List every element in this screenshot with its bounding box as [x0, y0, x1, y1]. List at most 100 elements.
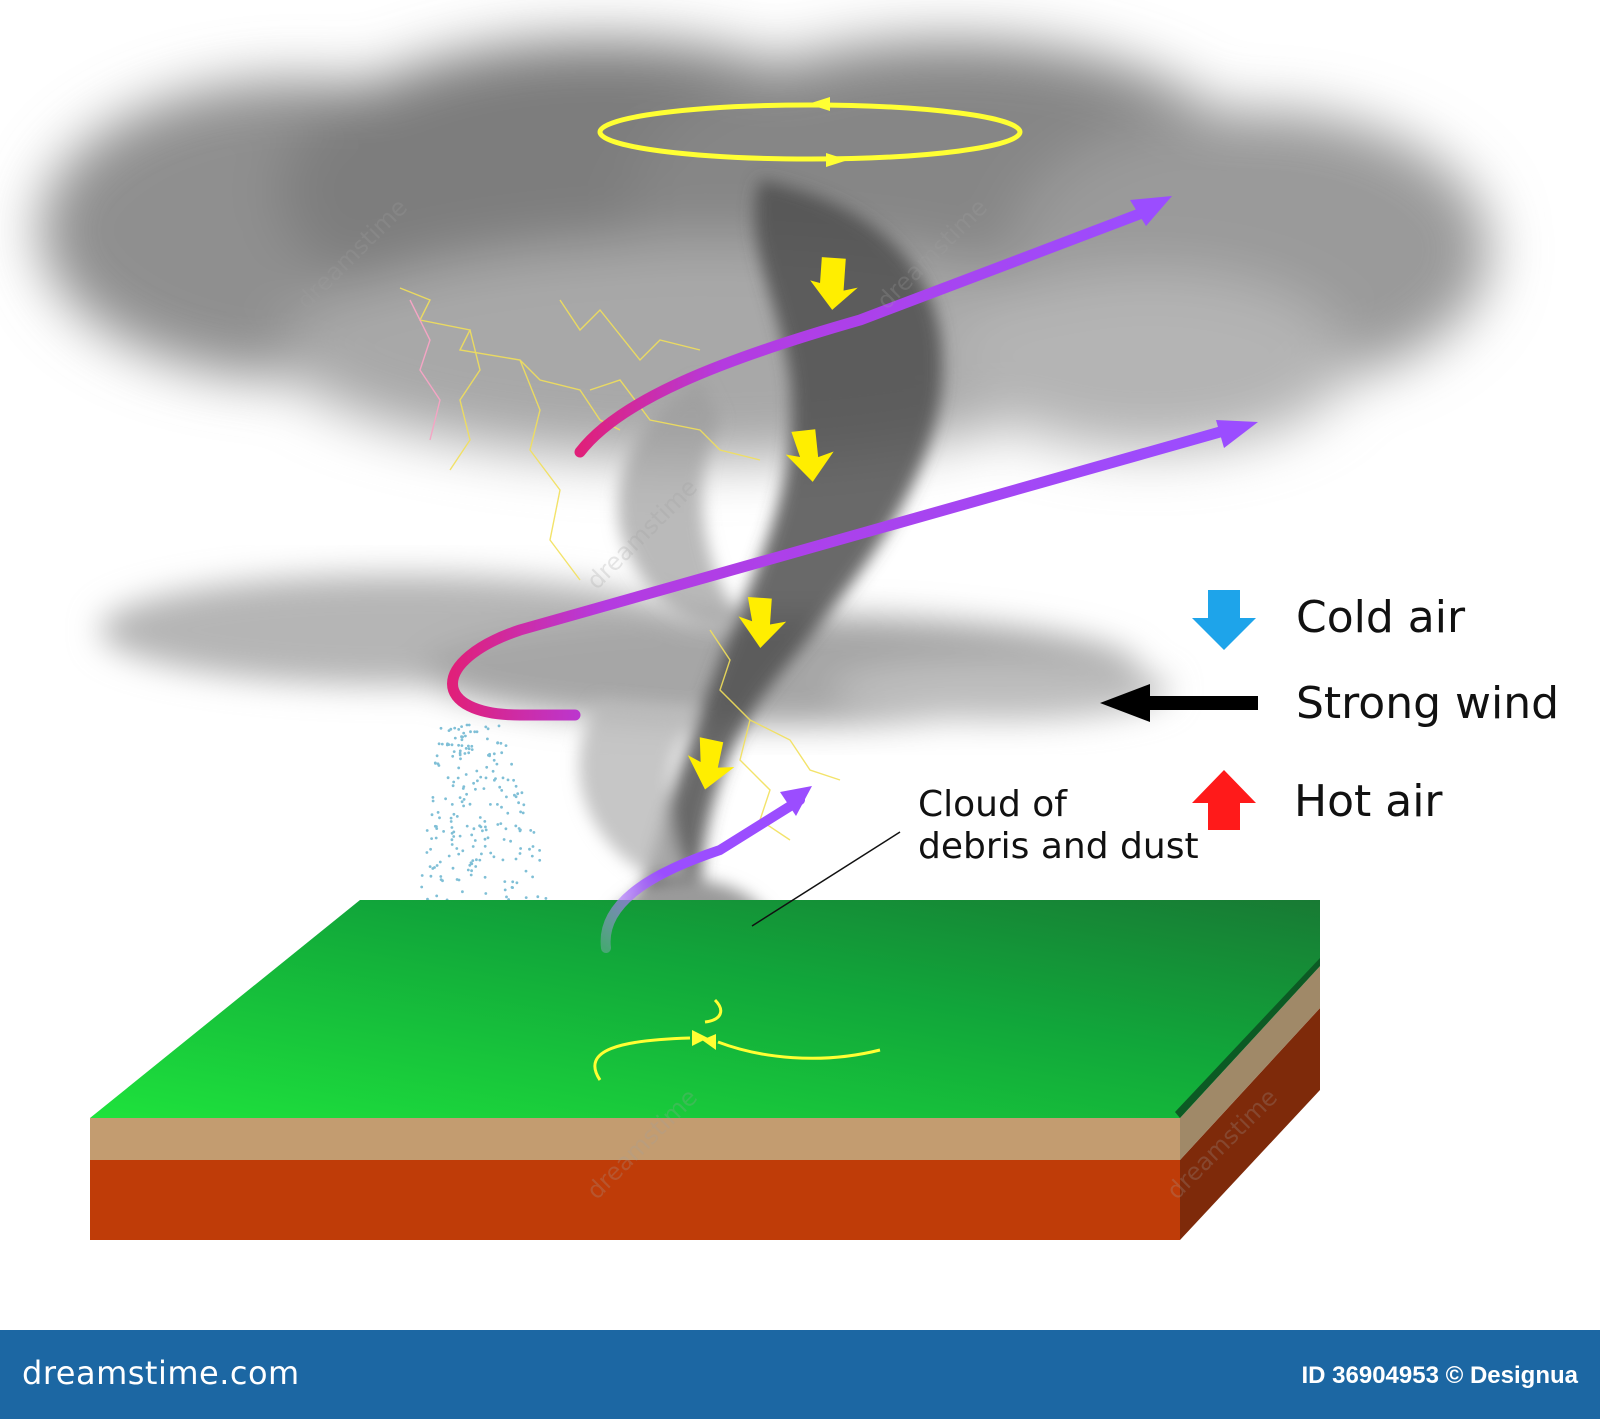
rain-dot [444, 797, 447, 801]
rain-dot [466, 868, 470, 872]
rain-dot [467, 723, 471, 727]
rain-dot [462, 804, 465, 808]
rain-dot [457, 766, 461, 770]
rain-dot [492, 752, 496, 756]
rain-dot [464, 734, 467, 738]
spiral-arrowhead-icon [780, 786, 812, 816]
rain-dot [480, 852, 483, 856]
rain-dot [474, 865, 478, 868]
rain-dot [452, 830, 456, 834]
rain-dot [489, 803, 492, 806]
rain-dot [531, 875, 534, 879]
rain-dot [473, 730, 477, 734]
rain-dot [521, 811, 525, 815]
rain-dot [461, 787, 465, 790]
downdraft-arrow-icon [785, 429, 834, 482]
rain-dot [449, 816, 453, 820]
rain-dot [451, 866, 455, 870]
topsoil-side [1180, 966, 1320, 1160]
rain-dot [425, 851, 429, 854]
rain-dot [470, 748, 474, 751]
rain-dot [505, 795, 508, 799]
rain-dot [450, 803, 454, 806]
rain-dot [440, 742, 444, 746]
rain-dot [478, 858, 482, 862]
rain-dot [438, 816, 441, 820]
rain-dot [517, 801, 520, 805]
callout-pointer-line [751, 831, 901, 927]
rain-dot [452, 780, 456, 784]
rain-dot [504, 744, 508, 747]
rain-dot [455, 815, 459, 818]
rain-dot [529, 829, 533, 832]
rain-dot [428, 865, 432, 868]
rain-dot [450, 843, 454, 846]
rain-dot [464, 773, 468, 776]
rain-dot [435, 754, 439, 758]
rain-dot [460, 735, 463, 739]
rain-dot [538, 858, 542, 862]
rain-dot [502, 838, 506, 841]
rain-dot [522, 803, 526, 807]
rain-dot [458, 834, 462, 838]
rain-dot [435, 894, 439, 898]
rain-dot [475, 769, 479, 773]
rain-dot [484, 776, 488, 780]
rain-dot [431, 799, 435, 803]
rain-dot [430, 837, 433, 840]
rain-dot [449, 727, 453, 731]
rain-dot [481, 829, 484, 833]
rain-dot [479, 775, 483, 779]
rain-dot [486, 836, 490, 840]
rain-dot [459, 757, 462, 761]
rain-dot [493, 778, 496, 782]
rain-dot [484, 825, 487, 829]
rain-dot [434, 836, 438, 840]
rain-dot [420, 874, 424, 877]
rain-dot [439, 875, 443, 878]
rain-dot [498, 785, 502, 789]
rain-dot [472, 781, 475, 785]
rain-dot [469, 730, 472, 734]
rain-dot [496, 823, 500, 826]
rain-dot [486, 727, 490, 731]
rain-dot [518, 852, 522, 855]
rain-dot [484, 828, 488, 832]
rain-dot [510, 886, 514, 889]
rain-dot [425, 829, 429, 832]
rain-dot [460, 738, 464, 742]
rain-dot [506, 778, 510, 782]
rain-dot [511, 880, 515, 884]
lightning-pink [409, 299, 441, 441]
rain-dot [471, 859, 475, 862]
rain-dot [485, 765, 489, 769]
grass-edge [1175, 958, 1320, 1118]
topsoil-front [90, 1118, 1180, 1160]
rain-dot [510, 762, 513, 766]
rain-dot [426, 897, 429, 901]
subsoil-front [90, 1160, 1180, 1240]
rain-dot [514, 795, 518, 799]
rotation-arrow-icon [826, 153, 848, 167]
rain-dot [512, 778, 515, 782]
rain-dot [472, 827, 476, 831]
rain-dot [506, 811, 510, 815]
rain-dot [433, 866, 436, 869]
subsoil-side [1180, 1008, 1320, 1240]
rain-dot [453, 736, 457, 740]
rain-dot [514, 824, 518, 828]
rain-dot [458, 753, 462, 757]
rain-dot [460, 800, 464, 804]
rain-dot [474, 787, 477, 791]
footer-brand[interactable]: dreamstime.com [22, 1354, 300, 1392]
rain-dot [452, 835, 456, 838]
rain-dot [446, 742, 449, 746]
rain-dot [524, 869, 528, 873]
ground-inflow-arrows [593, 1036, 881, 1081]
rain-dot [503, 888, 507, 892]
rain-dot [449, 820, 453, 823]
rain-dot [429, 847, 432, 851]
rain-dot [517, 827, 521, 830]
rain-dot [462, 731, 466, 735]
rain-dot [470, 744, 474, 748]
